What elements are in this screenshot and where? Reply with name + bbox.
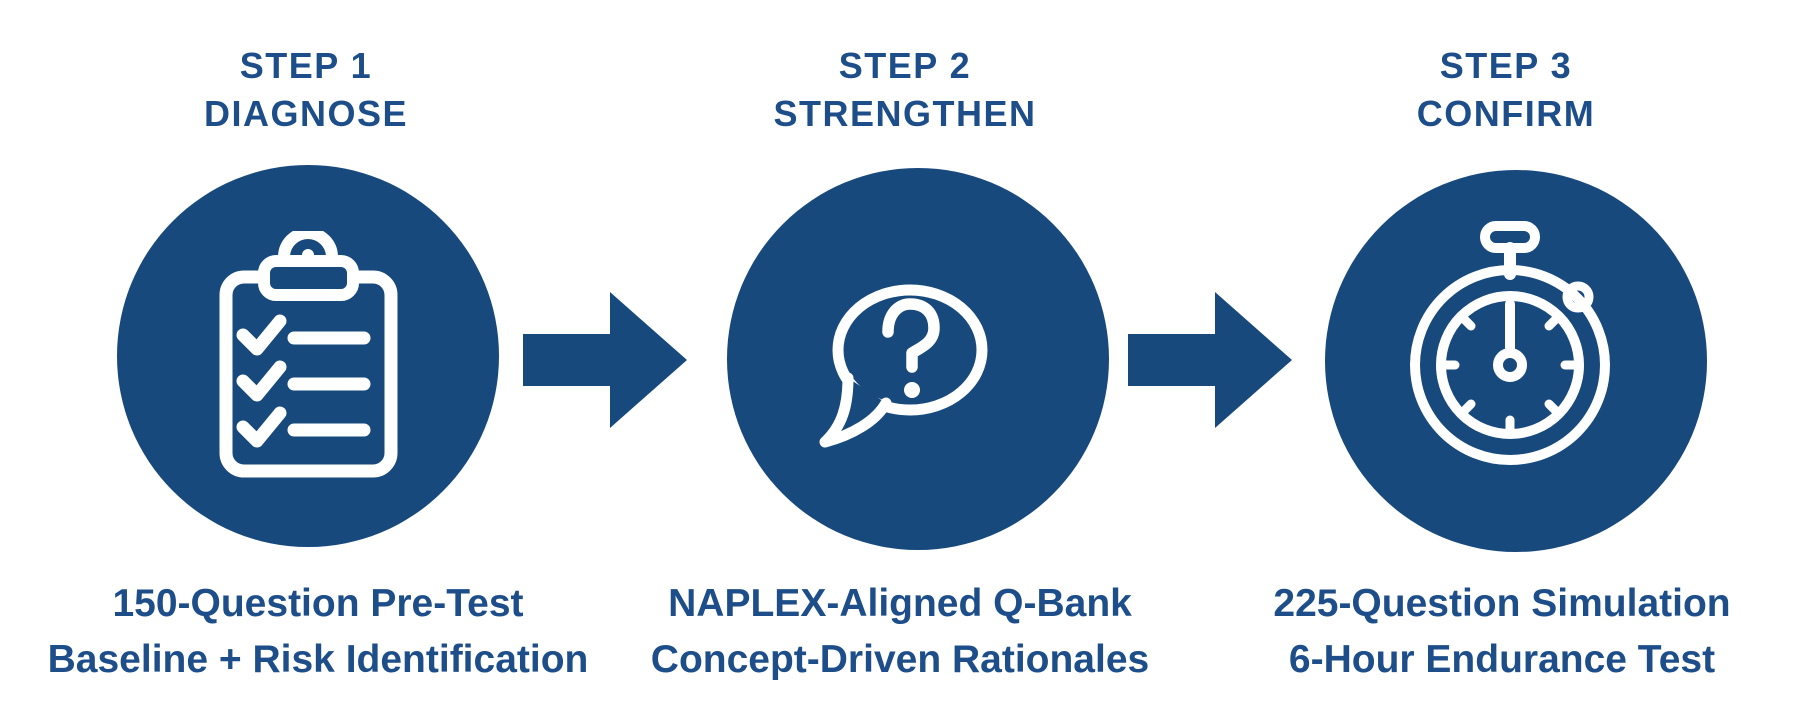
step-3-desc-line2: 6-Hour Endurance Test	[1288, 638, 1716, 681]
stopwatch-icon	[1410, 221, 1610, 465]
step-2-title-line1: STEP 2	[838, 45, 972, 86]
right-arrow-icon	[523, 292, 687, 428]
step-1-description: 150-Question Pre-Test Baseline + Risk Id…	[0, 576, 638, 688]
step-2-circle	[727, 168, 1109, 550]
step-1-title: STEP 1 DIAGNOSE	[6, 42, 606, 138]
step-1-desc-line2: Baseline + Risk Identification	[47, 638, 589, 681]
right-arrow-icon	[1128, 292, 1292, 428]
step-1-title-line1: STEP 1	[239, 45, 373, 86]
step-3-desc-line1: 225-Question Simulation	[1273, 582, 1731, 625]
step-2-desc-line2: Concept-Driven Rationales	[650, 638, 1150, 681]
step-3-circle	[1325, 170, 1707, 552]
step-2-desc-line1: NAPLEX-Aligned Q-Bank	[668, 582, 1132, 625]
step-2-title-line2: STRENGTHEN	[773, 93, 1037, 134]
step-1-desc-line1: 150-Question Pre-Test	[112, 582, 524, 625]
step-3-title-line2: CONFIRM	[1416, 93, 1596, 134]
step-3-title: STEP 3 CONFIRM	[1206, 42, 1800, 138]
step-3-title-line1: STEP 3	[1439, 45, 1573, 86]
clipboard-checklist-icon	[219, 231, 397, 478]
step-1-title-line2: DIAGNOSE	[203, 93, 409, 134]
step-1-circle	[117, 165, 499, 547]
step-2-description: NAPLEX-Aligned Q-Bank Concept-Driven Rat…	[580, 576, 1220, 688]
step-3-description: 225-Question Simulation 6-Hour Endurance…	[1182, 576, 1800, 688]
question-bubble-icon	[819, 284, 988, 448]
step-2-title: STEP 2 STRENGTHEN	[605, 42, 1205, 138]
